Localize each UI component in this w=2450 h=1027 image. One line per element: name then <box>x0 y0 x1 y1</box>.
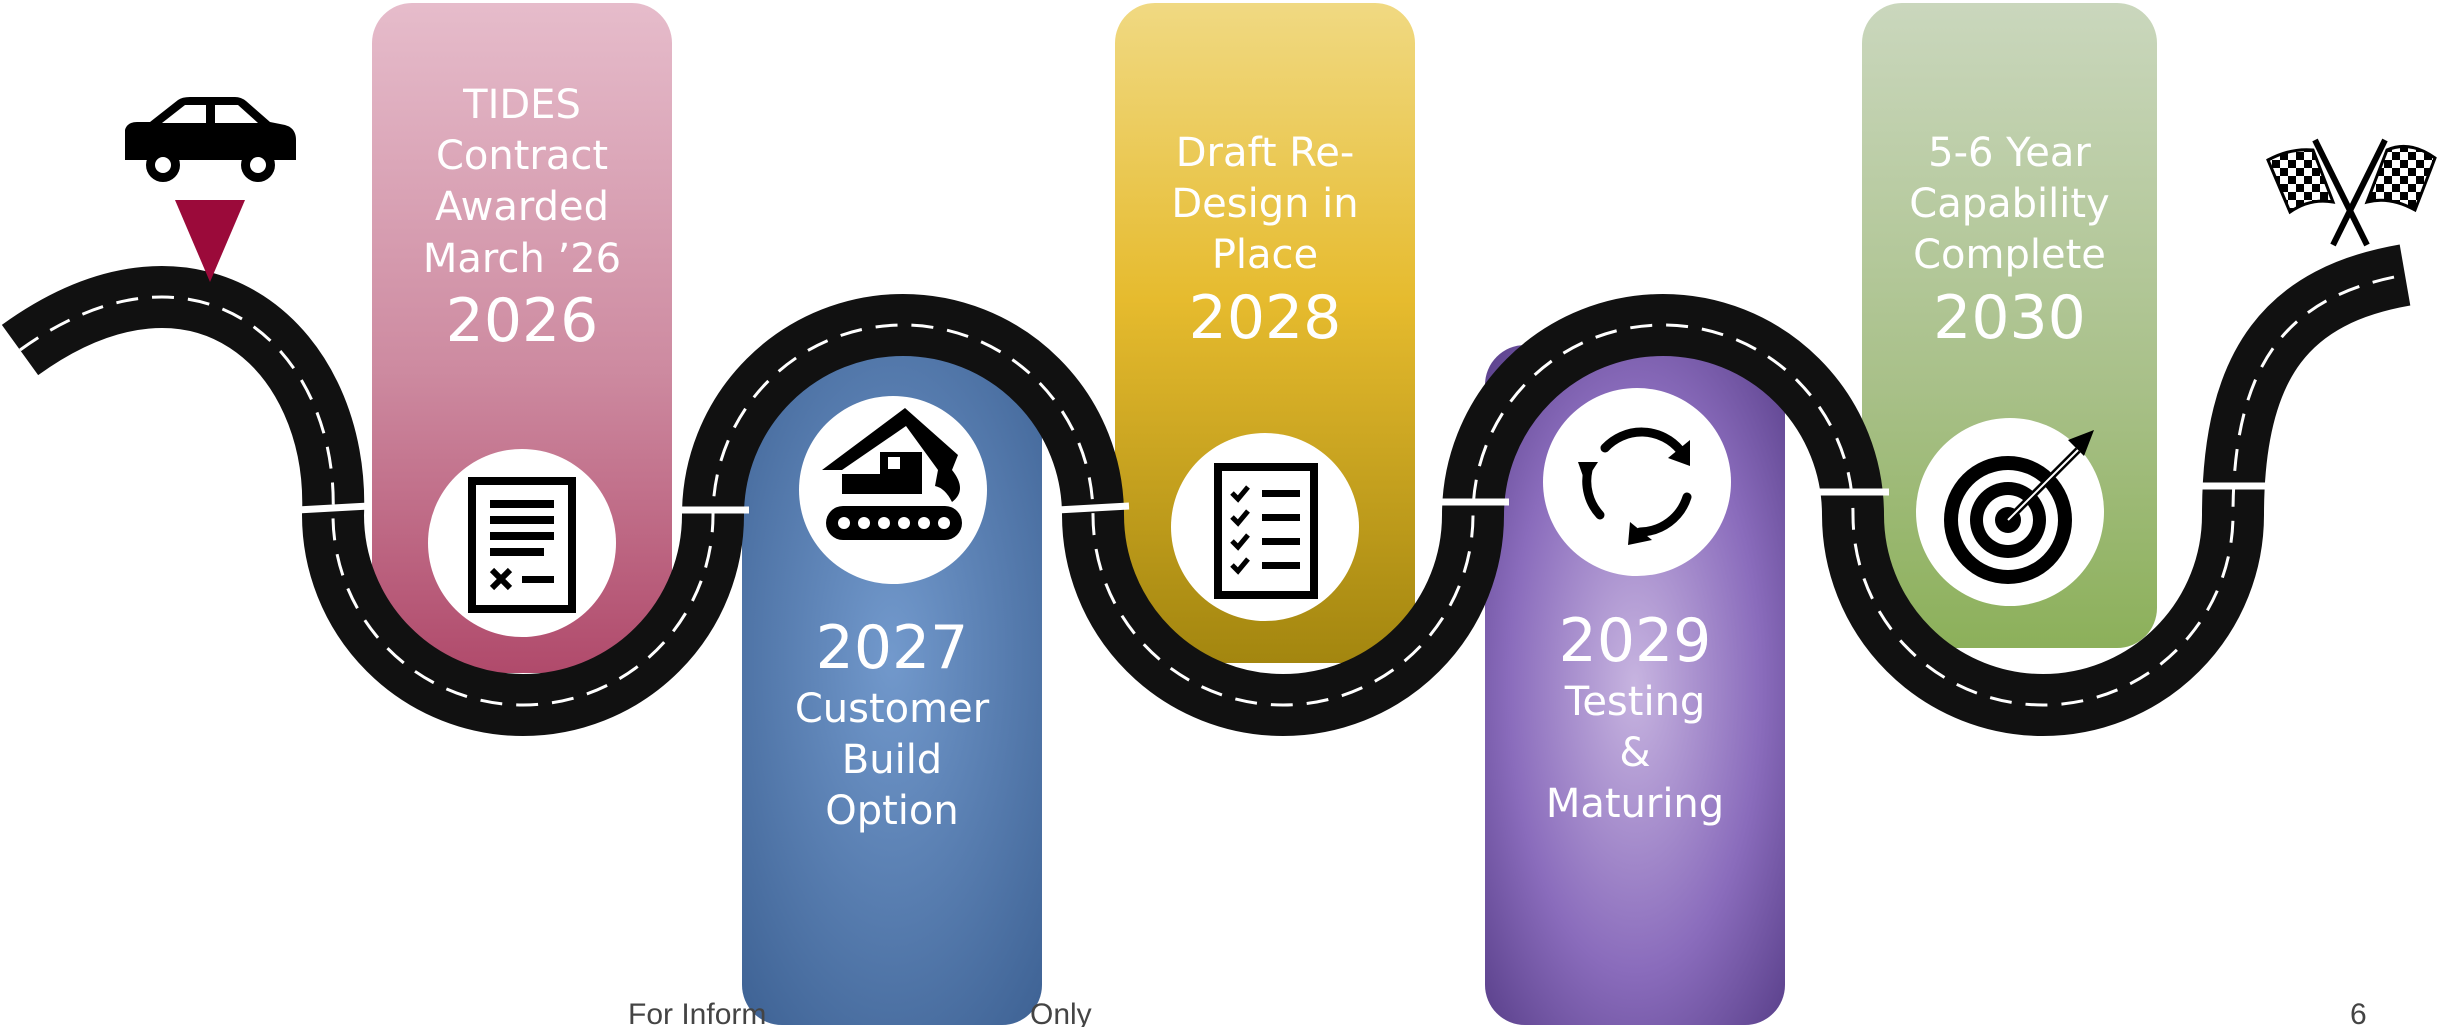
milestone-line: Maturing <box>1545 781 1725 828</box>
milestone-line: Customer <box>794 686 990 732</box>
refresh-cycle-icon <box>1543 388 1731 576</box>
milestone-2028-text: Draft Re- Design in Place 2028 <box>1115 128 1415 354</box>
car-icon <box>125 97 296 182</box>
checklist-icon <box>1171 433 1359 621</box>
milestone-year: 2030 <box>1933 282 2086 353</box>
milestone-line: & <box>1619 730 1651 777</box>
target-icon <box>1916 418 2104 606</box>
page-number: 6 <box>2350 998 2367 1027</box>
milestone-2030-text: 5-6 Year Capability Complete 2030 <box>1862 128 2157 354</box>
milestone-line: Build <box>841 737 943 784</box>
start-triangle-marker <box>175 200 245 282</box>
milestone-year: 2026 <box>445 285 599 356</box>
milestone-line: Capability <box>1909 181 2110 228</box>
milestone-line: Option <box>825 788 959 835</box>
contract-document-icon <box>428 449 616 637</box>
milestone-line: TIDES <box>463 82 581 128</box>
milestone-line: Design in <box>1171 181 1359 228</box>
milestone-line: Draft Re- <box>1175 130 1355 176</box>
milestone-line: 5-6 Year <box>1928 130 2091 176</box>
milestone-line: Complete <box>1913 232 2106 279</box>
excavator-icon <box>799 396 987 584</box>
milestone-year: 2028 <box>1188 282 1342 353</box>
milestone-line: Contract <box>435 133 609 180</box>
milestone-line: March ’26 <box>422 235 622 282</box>
milestone-line: Place <box>1211 232 1319 279</box>
milestone-2027-text: 2027 Customer Build Option <box>742 612 1042 838</box>
milestone-2026-text: TIDES Contract Awarded March ’26 2026 <box>372 80 672 357</box>
milestone-line: Awarded <box>434 184 610 231</box>
milestone-year: 2027 <box>815 613 969 683</box>
milestone-line: Testing <box>1564 679 1706 725</box>
milestone-year: 2029 <box>1558 606 1712 676</box>
footer-text-left: For Inform <box>628 998 767 1027</box>
milestone-2029-text: 2029 Testing & Maturing <box>1485 605 1785 831</box>
footer-text-right: Only <box>1030 998 1092 1027</box>
